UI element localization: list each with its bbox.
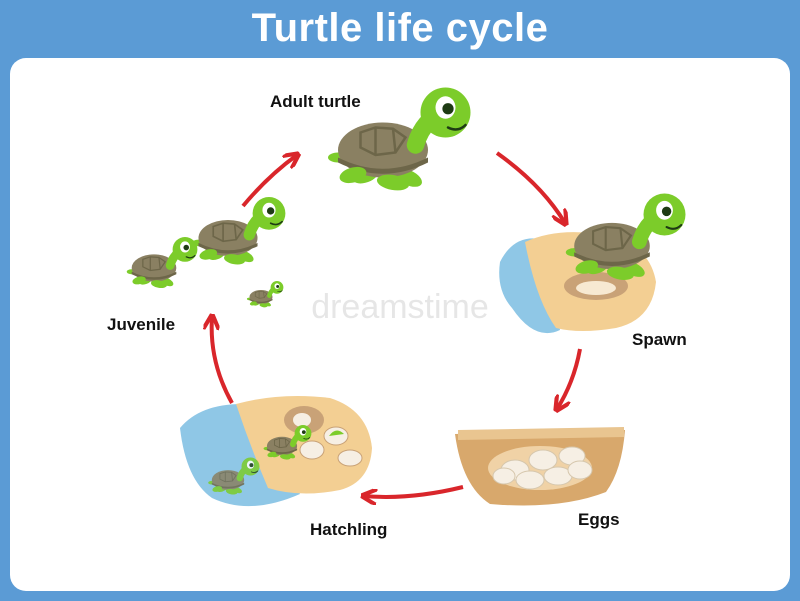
arrow-eggs-to-hatchling xyxy=(364,485,464,497)
spawn-turtle xyxy=(566,194,686,282)
label-juvenile: Juvenile xyxy=(107,315,176,334)
hatchling-illustration xyxy=(180,396,372,507)
label-eggs: Eggs xyxy=(578,510,620,529)
label-spawn: Spawn xyxy=(632,330,687,349)
arrow-hatchling-to-juvenile xyxy=(212,317,234,404)
spawn-illustration xyxy=(499,194,685,334)
cycle-arrows xyxy=(212,151,582,497)
arrow-spawn-to-eggs xyxy=(557,348,582,409)
watermark-text: dreamstime xyxy=(311,288,489,326)
arrow-juvenile-to-adult xyxy=(241,155,297,208)
eggs-illustration xyxy=(455,427,625,506)
egg-cluster xyxy=(492,446,593,490)
arrow-adult-to-spawn xyxy=(495,151,565,223)
juvenile-turtle-large xyxy=(192,197,285,266)
juvenile-turtle-medium xyxy=(127,237,198,289)
label-adult-turtle: Adult turtle xyxy=(270,92,361,111)
label-hatchling: Hatchling xyxy=(310,520,388,539)
diagram-title: Turtle life cycle xyxy=(251,6,549,50)
hatching-eggs xyxy=(284,406,363,467)
